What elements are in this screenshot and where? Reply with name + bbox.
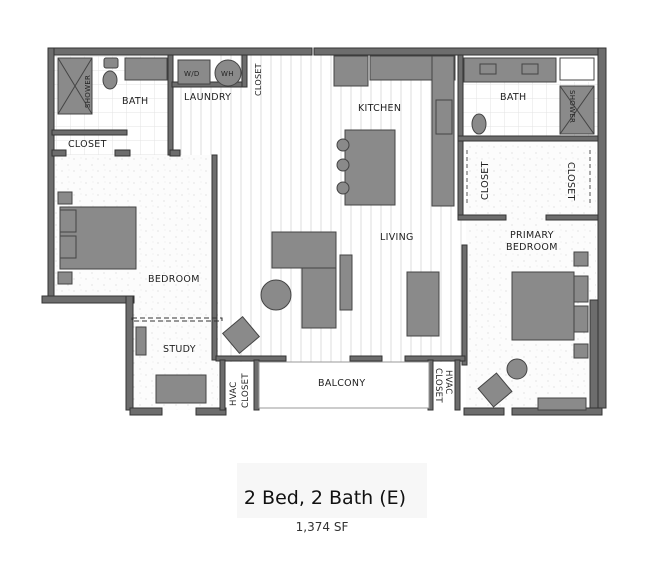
armchair-icon (221, 315, 261, 355)
balcony-label: BALCONY (318, 378, 365, 389)
kitchen-island-icon (344, 129, 396, 206)
bath-right-label: BATH (500, 92, 526, 103)
bedroom-label: BEDROOM (148, 274, 200, 285)
plan-title: 2 Bed, 2 Bath (E) (243, 487, 407, 509)
hvac-right-label-1: HVAC (443, 370, 453, 394)
furniture (57, 55, 595, 411)
bath-left-label: BATH (122, 96, 148, 107)
hvac-left-label-2: CLOSET (241, 373, 251, 408)
kitchen-label: KITCHEN (358, 103, 401, 114)
shower-right-label: SHOWER (568, 90, 576, 123)
coffee-table-icon (260, 279, 292, 311)
closet-right-a-label: CLOSET (480, 161, 491, 200)
sofa-icon (271, 231, 337, 269)
washer-dryer-icon (177, 59, 211, 85)
study-label: STUDY (163, 344, 196, 355)
hvac-left-label-1: HVAC (229, 382, 239, 406)
dining-table-icon (406, 271, 440, 337)
water-heater-icon (214, 59, 242, 87)
laundry-label: LAUNDRY (184, 92, 231, 103)
wh-label: WH (221, 70, 234, 78)
walls (41, 47, 607, 416)
closet-right-b-label: CLOSET (565, 162, 576, 201)
floor-plan: BATH LAUNDRY CLOSET KITCHEN BATH BEDROOM… (41, 47, 607, 416)
closet-left-label: CLOSET (68, 139, 107, 150)
plan-area: 1,374 SF (295, 520, 349, 534)
caption-background (237, 463, 427, 518)
shower-left-label: SHOWER (84, 75, 92, 108)
desk-icon (155, 374, 207, 404)
counter-icon (333, 55, 369, 87)
primary-bedroom-label-2: BEDROOM (506, 242, 558, 253)
wd-label: W/D (184, 70, 200, 78)
primary-bed-icon (511, 271, 575, 341)
balcony-area (258, 361, 430, 409)
vanity-icon (124, 57, 168, 81)
closet-top-label: CLOSET (254, 63, 263, 96)
room-labels: BATH LAUNDRY CLOSET KITCHEN BATH BEDROOM… (68, 63, 576, 408)
primary-bedroom-label-1: PRIMARY (510, 230, 554, 241)
tub-icon (559, 57, 595, 81)
living-label: LIVING (380, 232, 414, 243)
hvac-right-label-2: CLOSET (433, 368, 443, 403)
toilet-icon (102, 70, 118, 90)
